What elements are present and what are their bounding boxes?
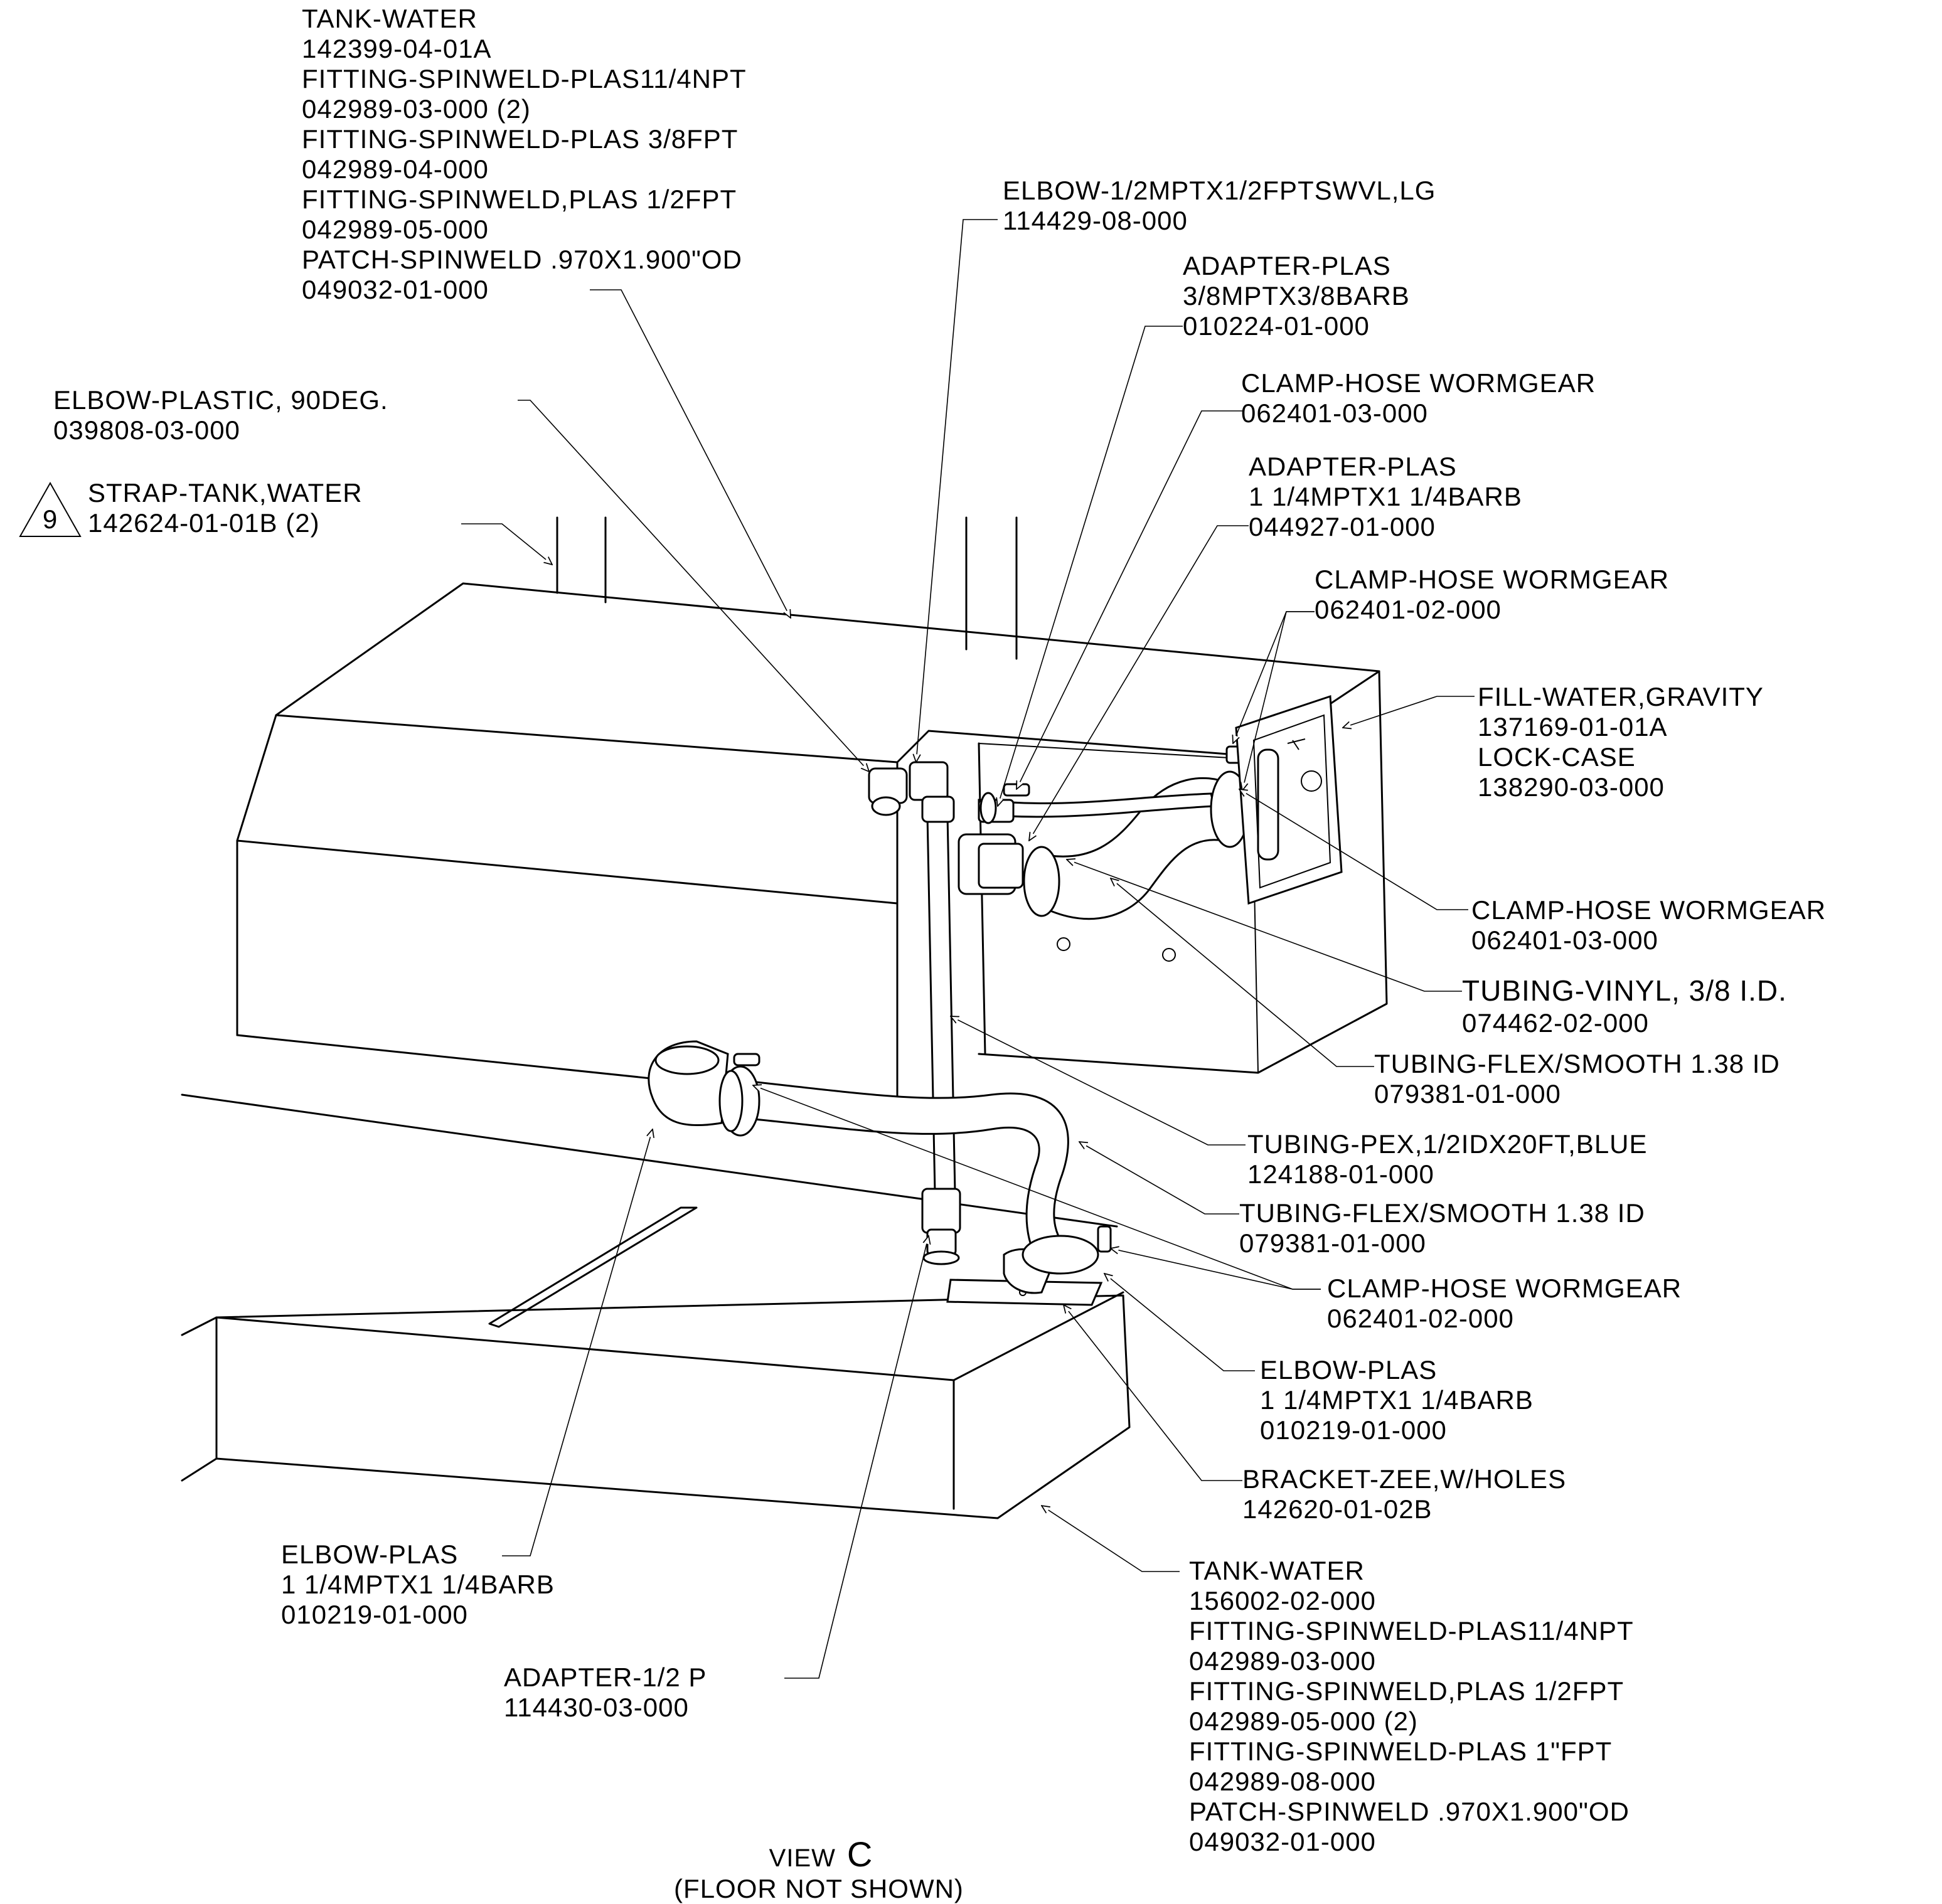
label-line: PATCH-SPINWELD .970X1.900"OD bbox=[302, 245, 742, 274]
label-line: 042989-04-000 bbox=[302, 154, 489, 184]
callout-fill-water: FILL-WATER,GRAVITY 137169-01-01A LOCK-CA… bbox=[1478, 682, 1764, 802]
label-line: 079381-01-000 bbox=[1374, 1079, 1561, 1109]
label-line: 062401-02-000 bbox=[1327, 1304, 1514, 1333]
callout-tubing-vinyl: TUBING-VINYL, 3/8 I.D. 074462-02-000 bbox=[1462, 974, 1787, 1038]
label-line: ADAPTER-PLAS bbox=[1249, 452, 1457, 481]
label-line: 142624-01-01B (2) bbox=[88, 508, 320, 538]
callout-tubing-flex-a: TUBING-FLEX/SMOOTH 1.38 ID 079381-01-000 bbox=[1374, 1049, 1780, 1109]
label-line: 114430-03-000 bbox=[504, 1693, 689, 1722]
note-triangle-9: 9 bbox=[19, 481, 82, 537]
label-line: ADAPTER-PLAS bbox=[1183, 251, 1391, 280]
callout-adapter-38: ADAPTER-PLAS 3/8MPTX3/8BARB 010224-01-00… bbox=[1183, 251, 1410, 341]
callout-clamp-02-a: CLAMP-HOSE WORMGEAR 062401-02-000 bbox=[1315, 565, 1669, 624]
label-line: ADAPTER-1/2 P bbox=[504, 1662, 707, 1692]
label-line: 137169-01-01A bbox=[1478, 712, 1668, 742]
view-title: VIEW C (FLOOR NOT SHOWN) bbox=[674, 1834, 964, 1903]
label-line: 074462-02-000 bbox=[1462, 1008, 1649, 1038]
label-line: FITTING-SPINWELD,PLAS 1/2FPT bbox=[1189, 1676, 1624, 1706]
leader-lines bbox=[461, 219, 1475, 1679]
label-line: 1 1/4MPTX1 1/4BARB bbox=[1260, 1385, 1534, 1415]
callout-bracket-zee: BRACKET-ZEE,W/HOLES 142620-01-02B bbox=[1242, 1464, 1566, 1524]
label-line: 049032-01-000 bbox=[1189, 1827, 1376, 1856]
callout-elbow-plastic: ELBOW-PLASTIC, 90DEG. 039808-03-000 bbox=[53, 385, 388, 445]
label-line: FILL-WATER,GRAVITY bbox=[1478, 682, 1764, 711]
label-line: TANK-WATER bbox=[302, 4, 477, 33]
label-line: BRACKET-ZEE,W/HOLES bbox=[1242, 1464, 1566, 1494]
lower-water-tank bbox=[181, 1291, 1131, 1519]
label-line: TUBING-VINYL, 3/8 I.D. bbox=[1462, 974, 1787, 1007]
label-line: CLAMP-HOSE WORMGEAR bbox=[1241, 368, 1596, 398]
note-number: 9 bbox=[43, 504, 58, 534]
label-line: ELBOW-PLASTIC, 90DEG. bbox=[53, 385, 388, 415]
label-line: 042989-05-000 bbox=[302, 215, 489, 244]
label-line: FITTING-SPINWELD-PLAS11/4NPT bbox=[302, 64, 747, 93]
label-line: 042989-03-000 (2) bbox=[302, 94, 531, 124]
callout-elbow-plas-left: ELBOW-PLAS 1 1/4MPTX1 1/4BARB 010219-01-… bbox=[281, 1540, 555, 1629]
callout-adapter-114: ADAPTER-PLAS 1 1/4MPTX1 1/4BARB 044927-0… bbox=[1249, 452, 1522, 541]
callout-adapter-half: ADAPTER-1/2 P 114430-03-000 bbox=[504, 1662, 707, 1722]
label-line: 142620-01-02B bbox=[1242, 1494, 1432, 1524]
label-line: 3/8MPTX3/8BARB bbox=[1183, 281, 1410, 311]
callout-tank-water-top: TANK-WATER 142399-04-01A FITTING-SPINWEL… bbox=[302, 4, 747, 304]
label-line: TUBING-FLEX/SMOOTH 1.38 ID bbox=[1239, 1198, 1645, 1228]
label-line: STRAP-TANK,WATER bbox=[88, 478, 363, 508]
label-line: 039808-03-000 bbox=[53, 415, 240, 445]
label-line: PATCH-SPINWELD .970X1.900"OD bbox=[1189, 1797, 1630, 1826]
label-line: 010219-01-000 bbox=[281, 1600, 468, 1629]
floor-lines bbox=[181, 1093, 1118, 1328]
callout-tank-water-bottom: TANK-WATER 156002-02-000 FITTING-SPINWEL… bbox=[1189, 1556, 1634, 1856]
hose-clamps bbox=[718, 745, 1250, 1275]
callout-elbow-swvl: ELBOW-1/2MPTX1/2FPTSWVL,LG 114429-08-000 bbox=[1003, 176, 1436, 235]
callout-labels: TANK-WATER 142399-04-01A FITTING-SPINWEL… bbox=[53, 4, 1826, 1903]
svg-text:VIEW C: VIEW C bbox=[769, 1834, 873, 1874]
callout-tubing-pex: TUBING-PEX,1/2IDX20FT,BLUE 124188-01-000 bbox=[1247, 1129, 1648, 1189]
label-line: 062401-02-000 bbox=[1315, 595, 1502, 624]
label-line: TUBING-FLEX/SMOOTH 1.38 ID bbox=[1374, 1049, 1780, 1078]
label-line: 062401-03-000 bbox=[1471, 925, 1658, 955]
label-line: ELBOW-PLAS bbox=[281, 1540, 458, 1569]
label-line: 044927-01-000 bbox=[1249, 512, 1436, 541]
label-line: 138290-03-000 bbox=[1478, 772, 1665, 802]
label-line: 1 1/4MPTX1 1/4BARB bbox=[1249, 482, 1522, 511]
label-line: CLAMP-HOSE WORMGEAR bbox=[1471, 895, 1826, 925]
label-line: 079381-01-000 bbox=[1239, 1228, 1426, 1258]
label-line: 010219-01-000 bbox=[1260, 1415, 1447, 1445]
callout-elbow-plas-right: ELBOW-PLAS 1 1/4MPTX1 1/4BARB 010219-01-… bbox=[1260, 1355, 1534, 1445]
label-line: 042989-05-000 (2) bbox=[1189, 1706, 1418, 1736]
label-line: 114429-08-000 bbox=[1003, 206, 1188, 235]
label-line: CLAMP-HOSE WORMGEAR bbox=[1315, 565, 1669, 594]
label-line: TANK-WATER bbox=[1189, 1556, 1365, 1585]
label-line: 124188-01-000 bbox=[1247, 1159, 1434, 1189]
label-line: ELBOW-PLAS bbox=[1260, 1355, 1437, 1385]
label-line: 010224-01-000 bbox=[1183, 311, 1370, 341]
label-line: FITTING-SPINWELD-PLAS11/4NPT bbox=[1189, 1616, 1634, 1646]
callout-clamp-03-b: CLAMP-HOSE WORMGEAR 062401-03-000 bbox=[1471, 895, 1826, 955]
label-line: FITTING-SPINWELD-PLAS 1"FPT bbox=[1189, 1736, 1612, 1766]
callout-clamp-03-a: CLAMP-HOSE WORMGEAR 062401-03-000 bbox=[1241, 368, 1596, 428]
view-subtitle: (FLOOR NOT SHOWN) bbox=[674, 1874, 964, 1903]
label-line: TUBING-PEX,1/2IDX20FT,BLUE bbox=[1247, 1129, 1648, 1159]
label-line: 049032-01-000 bbox=[302, 275, 489, 304]
label-line: 042989-08-000 bbox=[1189, 1767, 1376, 1796]
callout-clamp-02-b: CLAMP-HOSE WORMGEAR 062401-02-000 bbox=[1327, 1274, 1682, 1333]
label-line: 062401-03-000 bbox=[1241, 398, 1428, 428]
label-line: FITTING-SPINWELD-PLAS 3/8FPT bbox=[302, 124, 738, 154]
view-title-prefix: VIEW bbox=[769, 1844, 836, 1872]
label-line: LOCK-CASE bbox=[1478, 742, 1636, 772]
label-line: 042989-03-000 bbox=[1189, 1646, 1376, 1676]
fill-water-gravity bbox=[1235, 694, 1343, 905]
label-line: 1 1/4MPTX1 1/4BARB bbox=[281, 1570, 555, 1599]
label-line: FITTING-SPINWELD,PLAS 1/2FPT bbox=[302, 184, 737, 214]
label-line: 156002-02-000 bbox=[1189, 1586, 1376, 1615]
view-title-letter: C bbox=[847, 1834, 872, 1874]
callout-strap-tank: STRAP-TANK,WATER 142624-01-01B (2) bbox=[88, 478, 363, 538]
label-line: CLAMP-HOSE WORMGEAR bbox=[1327, 1274, 1682, 1303]
label-line: ELBOW-1/2MPTX1/2FPTSWVL,LG bbox=[1003, 176, 1436, 205]
label-line: 142399-04-01A bbox=[302, 34, 492, 63]
callout-tubing-flex-b: TUBING-FLEX/SMOOTH 1.38 ID 079381-01-000 bbox=[1239, 1198, 1645, 1258]
fittings bbox=[648, 761, 1055, 1294]
